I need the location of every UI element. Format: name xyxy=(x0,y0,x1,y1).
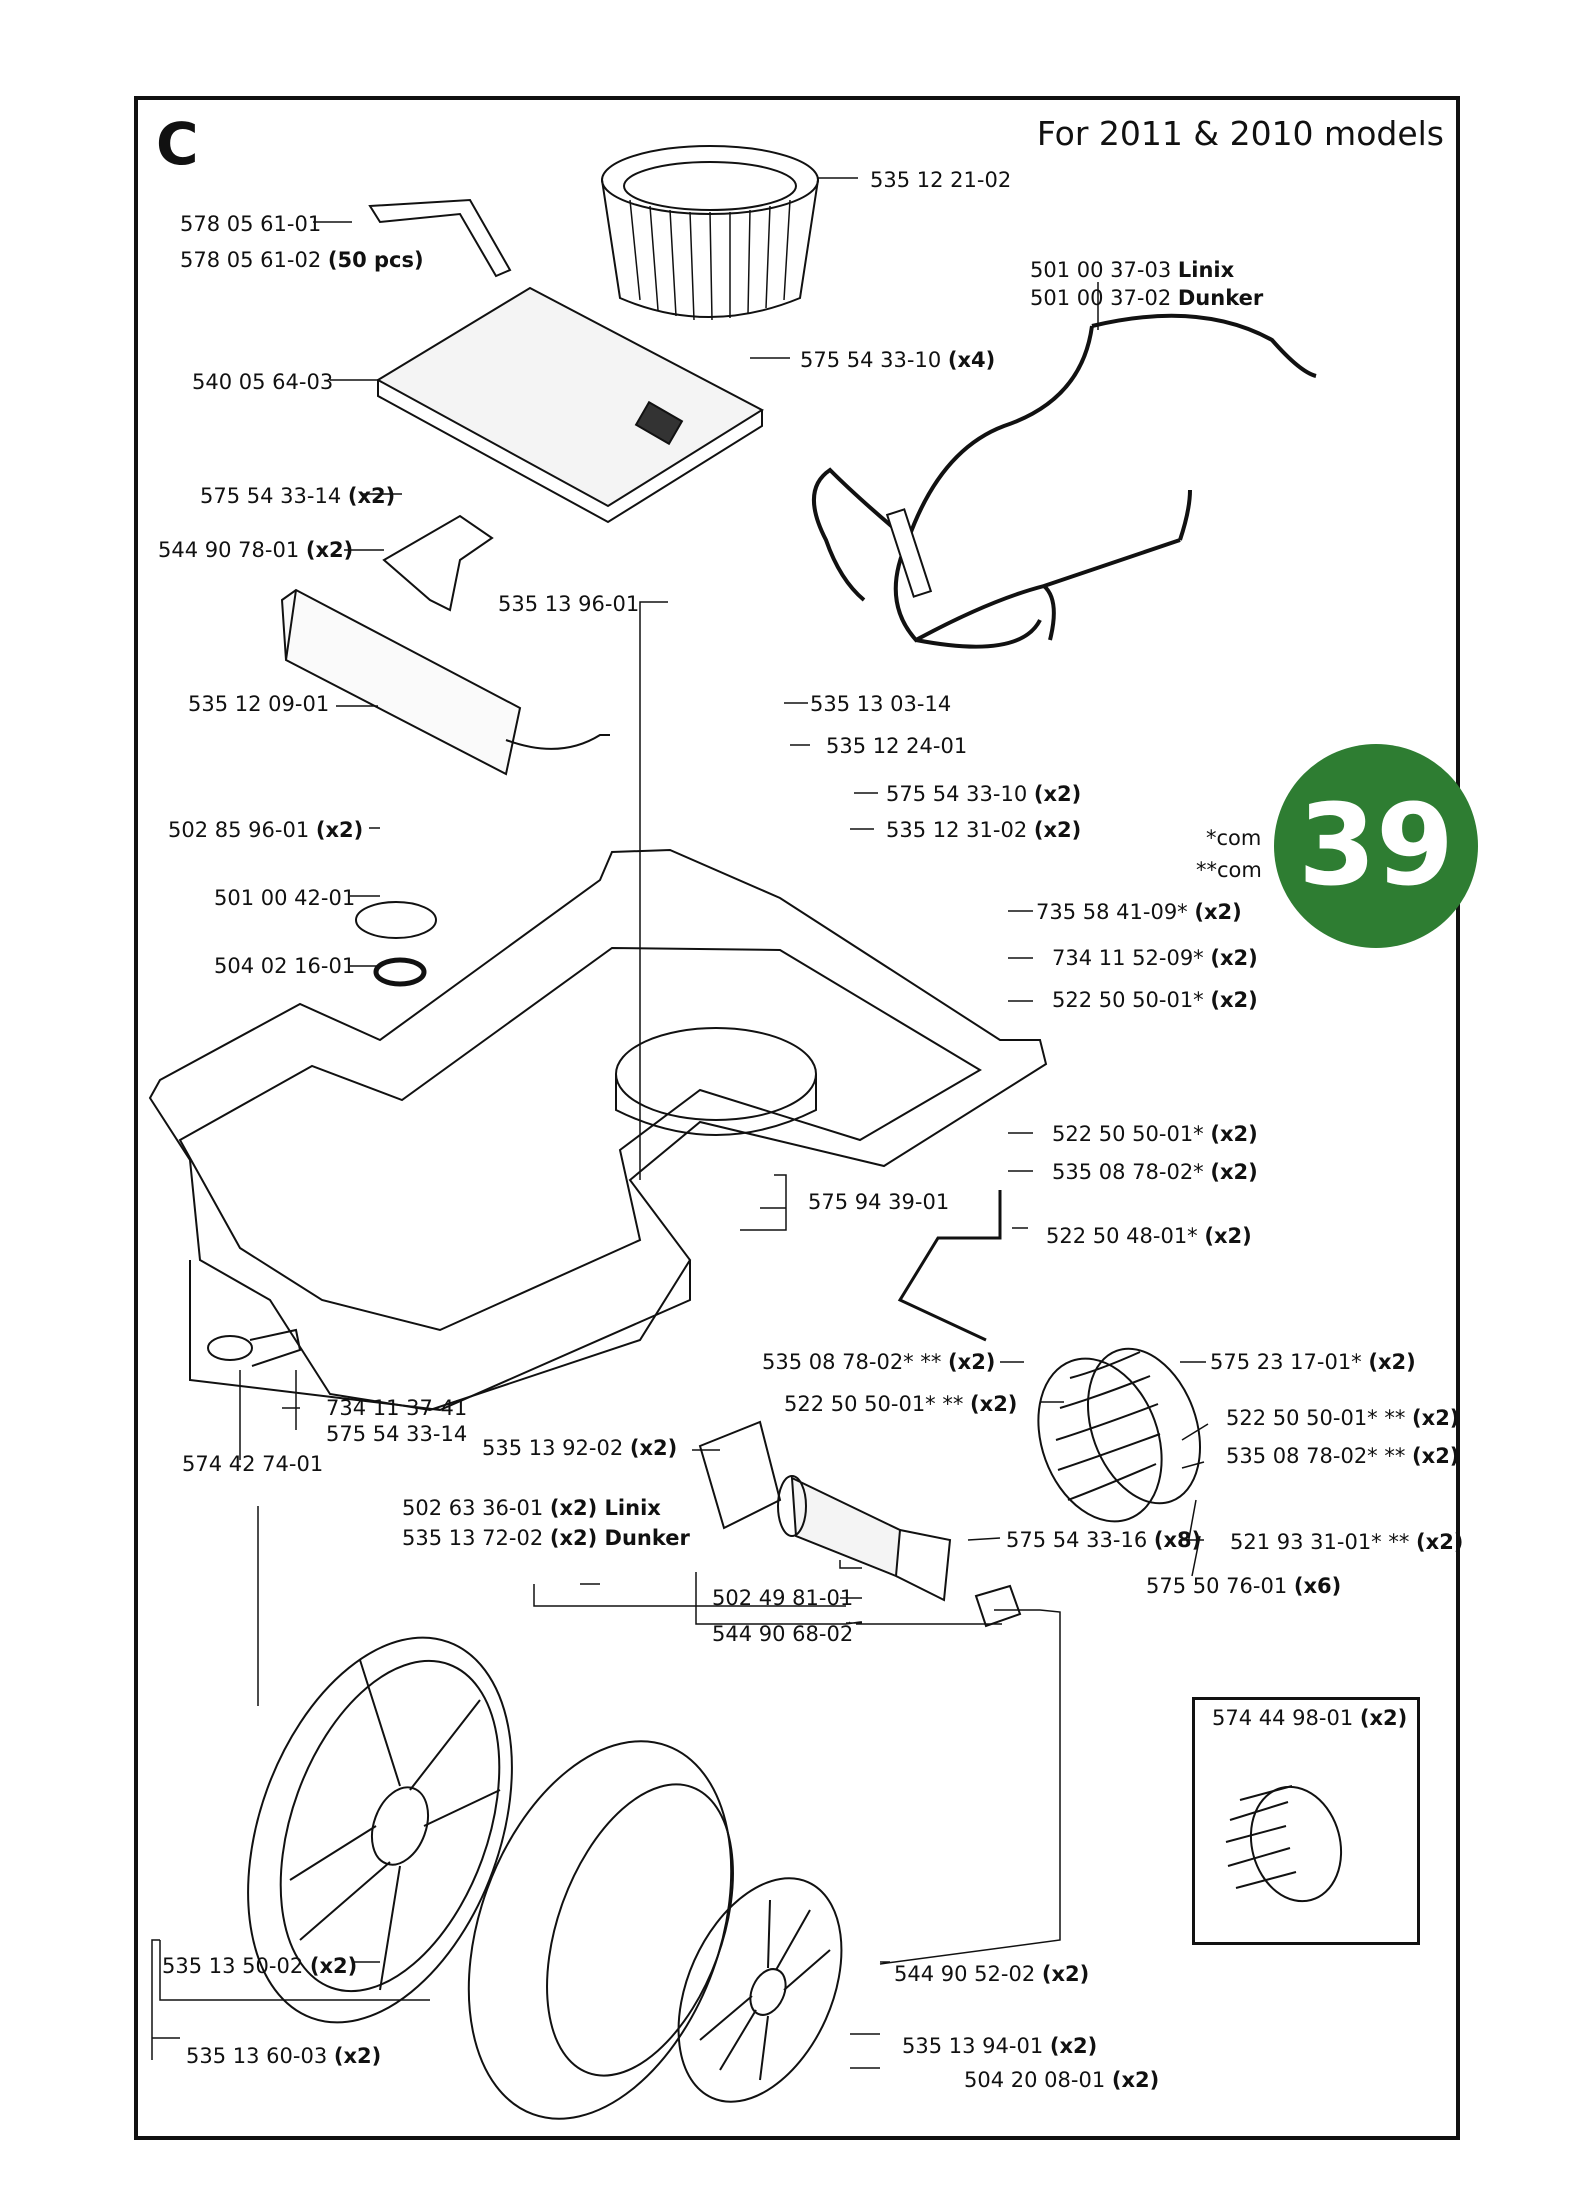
part-label: 535 08 78-02* (x2) xyxy=(1052,1160,1258,1184)
part-label: 501 00 42-01 xyxy=(214,886,356,910)
part-label: 544 90 68-02 xyxy=(712,1622,854,1646)
chassis-ring-shape xyxy=(615,1027,817,1121)
chassis-outline-shape xyxy=(148,848,1048,1412)
part-label: 734 11 37-41 xyxy=(326,1396,468,1420)
part-label: 535 13 50-02 (x2) xyxy=(162,1954,358,1978)
part-label: 535 13 94-01 (x2) xyxy=(902,2034,1098,2058)
part-label: 535 13 60-03 (x2) xyxy=(186,2044,382,2068)
part-label: 504 02 16-01 xyxy=(214,954,356,978)
support-rod-shape xyxy=(897,1190,1002,1342)
wire-harness-shape xyxy=(812,313,1317,649)
footnote-2: **com xyxy=(1196,858,1262,882)
drive-motor-shape xyxy=(790,1476,902,1578)
part-label: 575 54 33-10 (x2) xyxy=(886,782,1082,806)
battery-holder-shape xyxy=(382,514,494,612)
speaker-shape xyxy=(355,901,437,939)
board-bracket-shape xyxy=(368,198,512,278)
part-label: 535 13 72-02 (x2) Dunker xyxy=(402,1526,690,1550)
part-label: 522 50 50-01* ** (x2) xyxy=(784,1392,1018,1416)
page-number-badge: 39 xyxy=(1274,744,1478,948)
part-label: 522 50 50-01* (x2) xyxy=(1052,988,1258,1012)
hub-cap-shape xyxy=(677,1877,843,2103)
part-label: 544 90 52-02 (x2) xyxy=(894,1962,1090,1986)
part-label: 734 11 52-09* (x2) xyxy=(1052,946,1258,970)
part-label: 540 05 64-03 xyxy=(192,370,334,394)
part-label: 575 50 76-01 (x6) xyxy=(1146,1574,1342,1598)
wheel-hub-shape xyxy=(247,1636,513,2024)
drum-top-shape xyxy=(601,145,819,215)
part-label: 521 93 31-01* ** (x2) xyxy=(1230,1530,1464,1554)
battery-shape xyxy=(280,588,522,776)
part-label: 535 13 03-14 xyxy=(810,692,952,716)
part-label: 535 08 78-02* ** (x2) xyxy=(1226,1444,1460,1468)
part-label: 535 13 96-01 xyxy=(498,592,640,616)
part-label: 575 23 17-01* (x2) xyxy=(1210,1350,1416,1374)
part-label: 502 85 96-01 (x2) xyxy=(168,818,364,842)
part-label: 522 50 50-01* ** (x2) xyxy=(1226,1406,1460,1430)
footnote-1: *com xyxy=(1206,826,1262,850)
part-label: 574 44 98-01 (x2) xyxy=(1212,1706,1408,1730)
part-label: 575 54 33-14 xyxy=(326,1422,468,1446)
part-label: 574 42 74-01 xyxy=(182,1452,324,1476)
part-label: 578 05 61-02 (50 pcs) xyxy=(180,248,424,272)
part-label: 544 90 78-01 (x2) xyxy=(158,538,354,562)
models-caption: For 2011 & 2010 models xyxy=(1036,114,1444,153)
coupling-shape xyxy=(974,1584,1022,1628)
sensor-shape xyxy=(207,1335,253,1361)
part-label: 535 08 78-02* ** (x2) xyxy=(762,1350,996,1374)
part-label: 735 58 41-09* (x2) xyxy=(1036,900,1242,924)
part-label: 522 50 48-01* (x2) xyxy=(1046,1224,1252,1248)
part-label: 535 12 31-02 (x2) xyxy=(886,818,1082,842)
part-label: 575 54 33-10 (x4) xyxy=(800,348,996,372)
part-label: 575 94 39-01 xyxy=(808,1190,950,1214)
part-label: 535 12 24-01 xyxy=(826,734,968,758)
diagram-frame xyxy=(134,96,1460,2140)
part-label: 575 54 33-16 (x8) xyxy=(1006,1528,1202,1552)
gasket-shape xyxy=(698,1420,782,1530)
inset-box xyxy=(1192,1697,1420,1945)
part-label: 501 00 37-03 Linix xyxy=(1030,258,1235,282)
section-letter: C xyxy=(156,110,199,178)
part-label: 504 20 08-01 (x2) xyxy=(964,2068,1160,2092)
part-label: 502 49 81-01 xyxy=(712,1586,854,1610)
circuit-board-shape xyxy=(375,286,765,508)
part-label: 522 50 50-01* (x2) xyxy=(1052,1122,1258,1146)
part-label: 535 12 09-01 xyxy=(188,692,330,716)
part-label: 535 12 21-02 xyxy=(870,168,1012,192)
part-label: 575 54 33-14 (x2) xyxy=(200,484,396,508)
part-label: 578 05 61-01 xyxy=(180,212,322,236)
part-label: 501 00 37-02 Dunker xyxy=(1030,286,1264,310)
part-label: 535 13 92-02 (x2) xyxy=(482,1436,678,1460)
page-number: 39 xyxy=(1298,781,1454,911)
rear-wheel-shape xyxy=(1037,1357,1163,1523)
part-label: 502 63 36-01 (x2) Linix xyxy=(402,1496,661,1520)
